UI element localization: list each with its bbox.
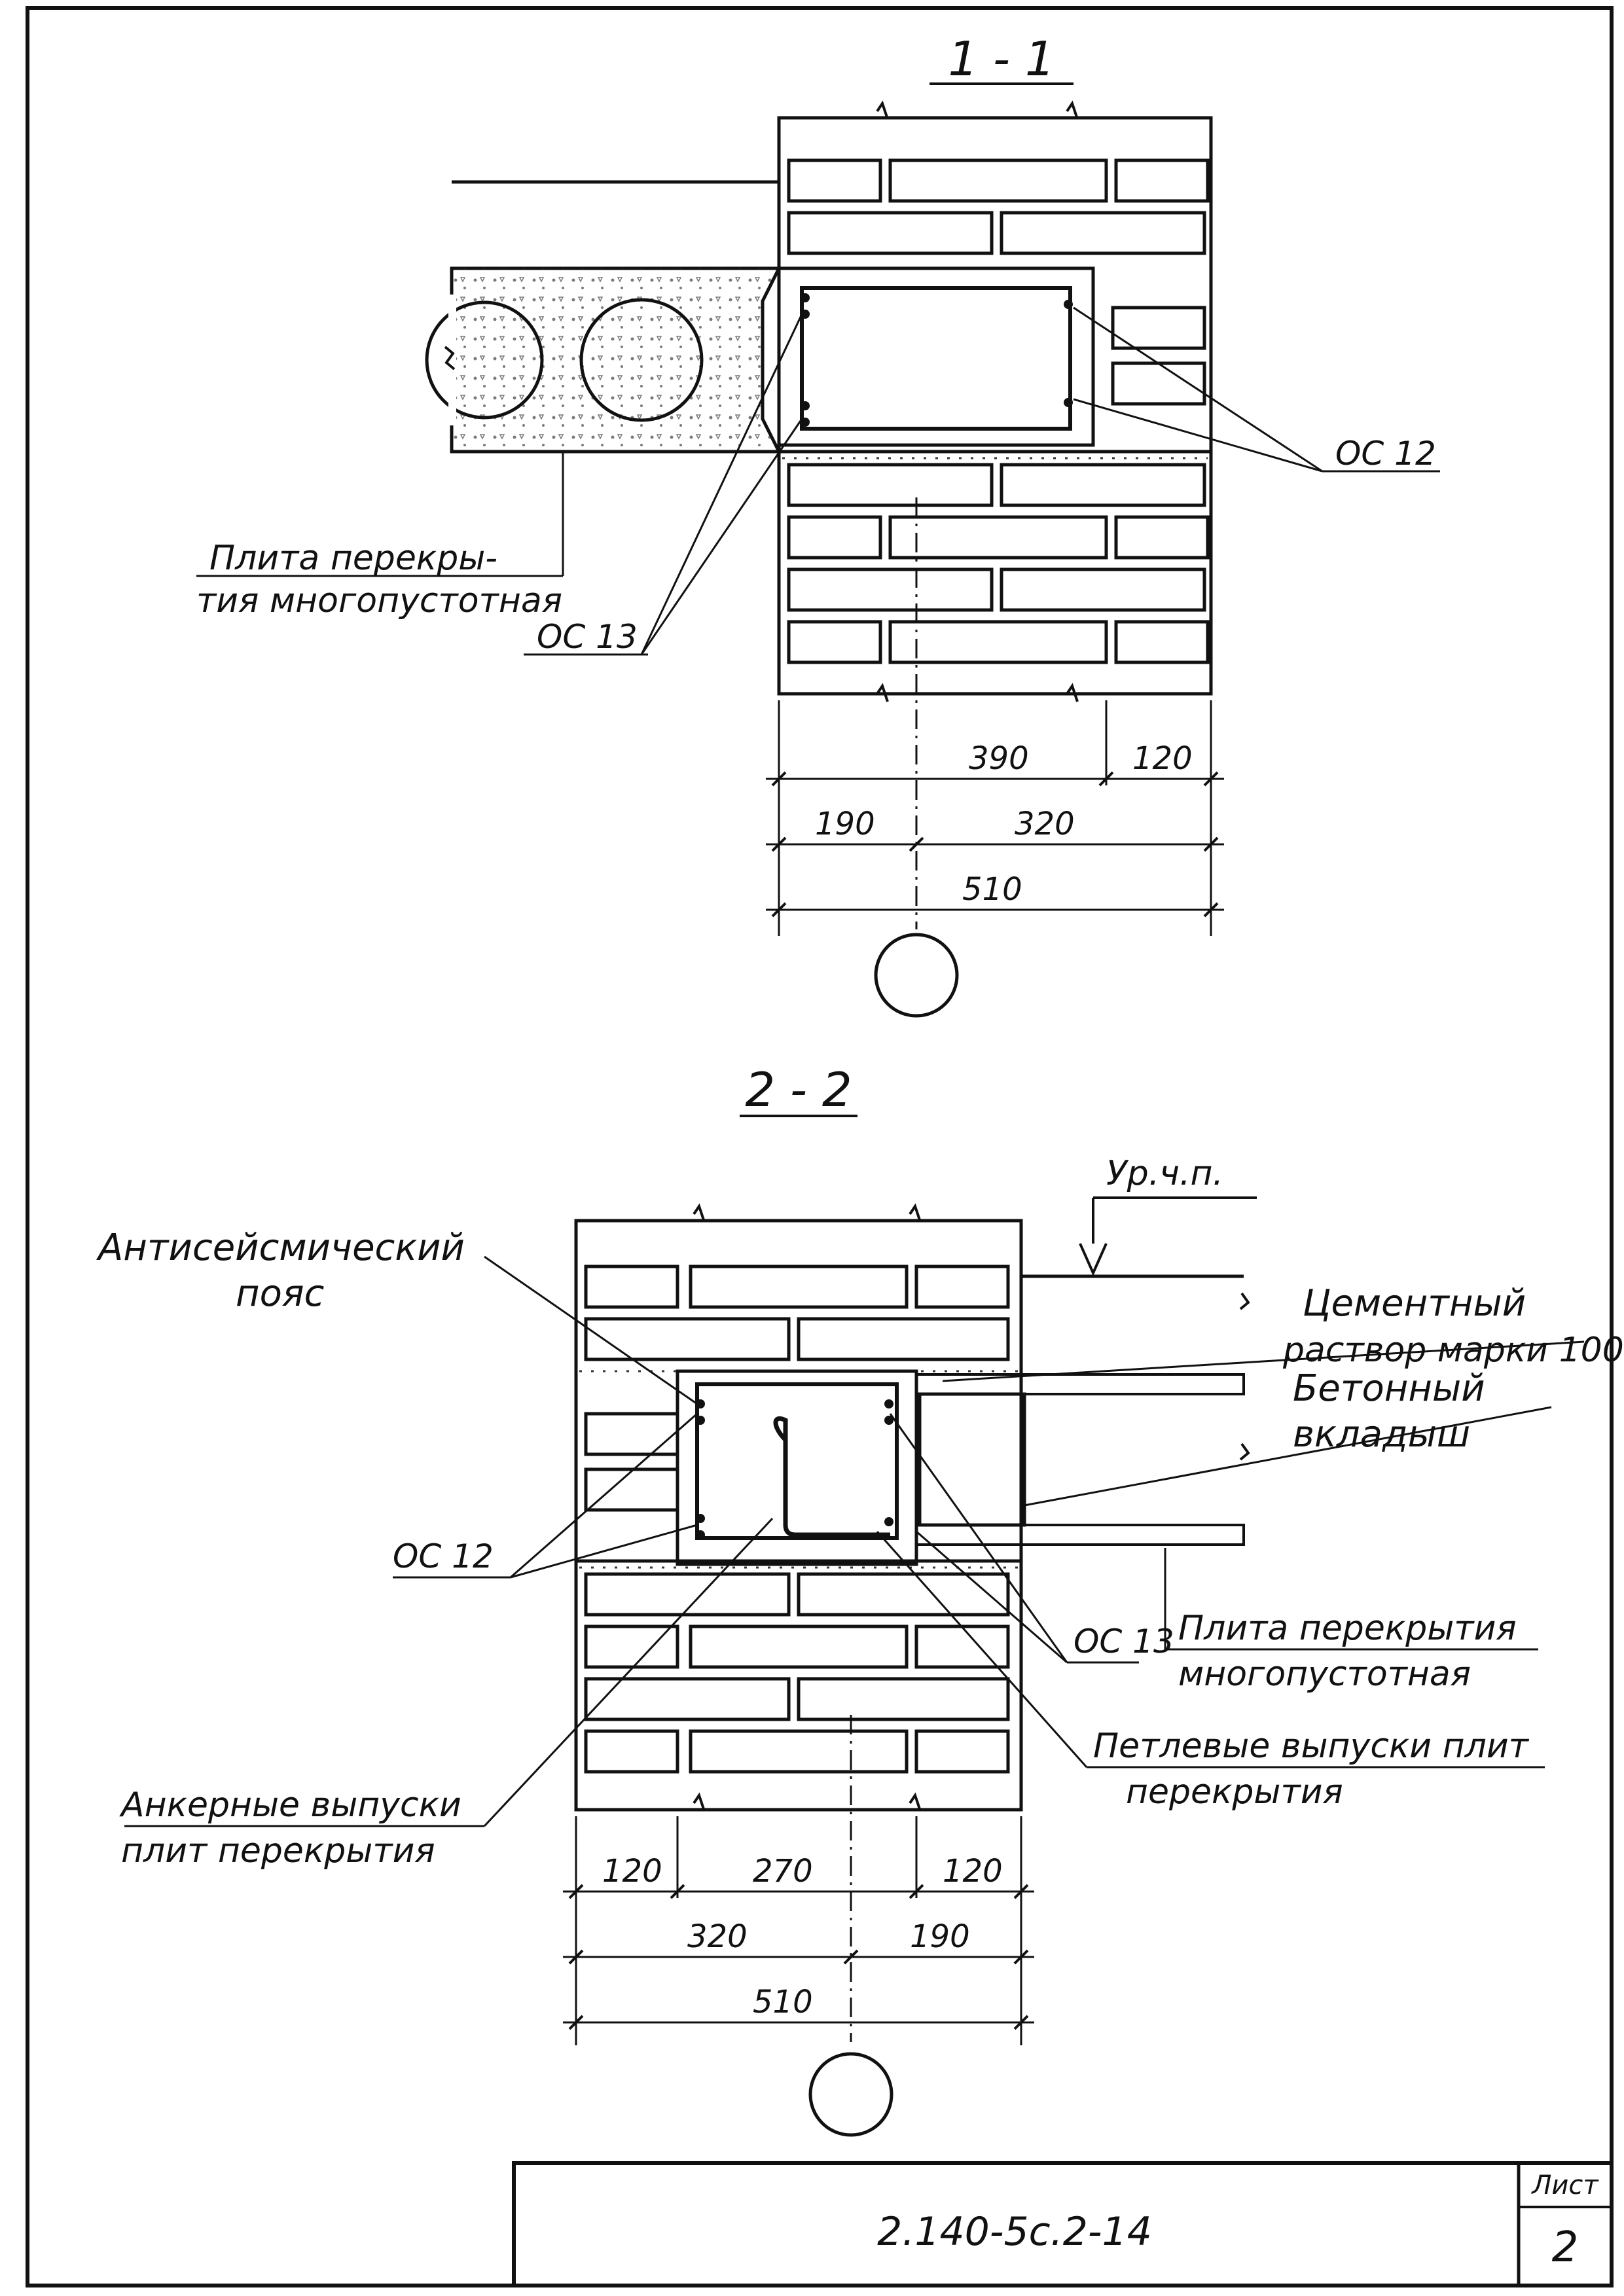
dimensions-2 [563, 1816, 1034, 2045]
dim-1-320: 320 [1015, 806, 1075, 842]
dim-2-270: 270 [753, 1853, 813, 1890]
belt-label-line2: пояс [236, 1272, 325, 1315]
cement-label-line1: Цементный [1303, 1282, 1526, 1325]
brick-wall-1 [777, 116, 1213, 696]
slab-label-2-line2: многопустотная [1178, 1655, 1471, 1694]
loops-label-line1: Петлевые выпуски плит [1093, 1727, 1530, 1766]
dim-2-190: 190 [910, 1918, 970, 1955]
concrete-insert [918, 1392, 1026, 1527]
os12-label-2: ОС 12 [393, 1537, 494, 1575]
title-block: 2.140-5с.2-14 Лист 2 [512, 2161, 1614, 2287]
dim-2-320: 320 [687, 1918, 748, 1955]
dim-2-510: 510 [753, 1984, 813, 2020]
insert-label-line2: вкладыш [1293, 1413, 1470, 1456]
axis-bubble-2 [808, 2052, 893, 2137]
sheet-number: 2 [1552, 2223, 1579, 2272]
dim-2-120b: 120 [943, 1853, 1003, 1890]
sheet-frame [26, 6, 1614, 2287]
hollow-core-slab-1 [425, 180, 782, 454]
section-1-title: 1 - 1 [948, 31, 1055, 86]
cement-label-line2: раствор марки 100 [1282, 1331, 1624, 1370]
dim-1-390: 390 [969, 740, 1029, 777]
os13-label-1: ОС 13 [537, 618, 638, 656]
section-1-1: 1 - 1 [196, 31, 1440, 1018]
section-2-2: 2 - 2 Ур.ч.п. [96, 1062, 1624, 2137]
os12-label-1: ОС 12 [1335, 435, 1436, 473]
anchors-label-line1: Анкерные выпуски [119, 1785, 461, 1825]
insert-label-line1: Бетонный [1293, 1367, 1485, 1410]
slab-label-1-line1: Плита перекры- [209, 539, 497, 578]
os13-label-2: ОС 13 [1074, 1623, 1174, 1660]
hollow-core-slab-2 [915, 1274, 1250, 1546]
sheet-label: Лист [1530, 2170, 1599, 2200]
drawing-code: 2.140-5с.2-14 [877, 2209, 1152, 2255]
section-2-title: 2 - 2 [745, 1062, 852, 1117]
slab-label-1-line2: тия многопустотная [196, 581, 562, 620]
anchors-label-line2: плит перекрытия [121, 1831, 435, 1871]
seismic-belt-1 [777, 266, 1095, 447]
dim-1-120: 120 [1132, 740, 1193, 777]
level-label: Ур.ч.п. [1106, 1154, 1223, 1193]
axis-bubble-1 [874, 933, 959, 1018]
belt-label-line1: Антисейсмический [96, 1227, 465, 1269]
loops-label-line2: перекрытия [1126, 1772, 1343, 1812]
dimensions-1 [766, 700, 1224, 936]
dim-2-120a: 120 [602, 1853, 662, 1890]
seismic-belt-2 [676, 1369, 918, 1566]
dim-1-510: 510 [962, 871, 1022, 908]
brick-wall-2 [574, 1219, 1023, 1812]
slab-label-2-line1: Плита перекрытия [1178, 1609, 1517, 1648]
dim-1-190: 190 [815, 806, 875, 842]
